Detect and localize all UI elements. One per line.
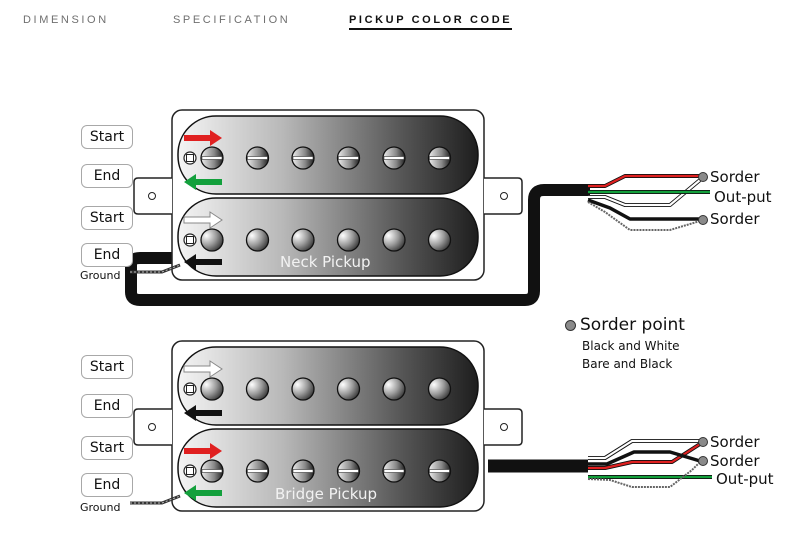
pole-piece-icon: [427, 228, 452, 252]
bridge-wire-label-solder-2: Sorder: [710, 452, 760, 470]
bobbin-coil: [177, 115, 479, 195]
arrow-black-left-icon: [184, 254, 222, 270]
legend-line-1: Black and White: [582, 339, 680, 353]
pole-piece-icon: [291, 377, 315, 401]
arrow-white-right-icon: [183, 360, 223, 378]
pole-piece-icon: [200, 377, 224, 401]
pole-piece-icon: [382, 228, 406, 252]
pole-piece-icon: [291, 228, 315, 252]
bobbin-coil: [177, 197, 479, 277]
bridge-coil2-start-label: Start: [81, 436, 133, 460]
neck-pickup-name: Neck Pickup: [280, 253, 371, 271]
pole-piece-icon: [245, 377, 270, 401]
arrow-green-left-icon: [184, 174, 222, 190]
neck-coil2-start-label: Start: [81, 206, 133, 230]
neck-wire-label-solder-2: Sorder: [710, 210, 760, 228]
coil-hole-icon: [183, 464, 197, 478]
arrow-black-left-icon: [184, 405, 222, 421]
bridge-solder-point-1: [698, 437, 708, 447]
bridge-pickup: [130, 340, 523, 512]
neck-coil1-end-label: End: [81, 164, 133, 188]
bridge-solder-point-2: [698, 456, 708, 466]
arrow-red-right-icon: [184, 443, 222, 459]
pole-piece-icon: [427, 377, 452, 401]
legend-title: Sorder point: [580, 315, 685, 335]
arrow-white-right-icon: [183, 211, 223, 229]
pole-piece-icon: [336, 377, 361, 401]
neck-wire-label-solder-1: Sorder: [710, 168, 760, 186]
tab-pickup-color-code[interactable]: PICKUP COLOR CODE: [349, 14, 513, 30]
neck-solder-point-1: [698, 172, 708, 182]
neck-coil1-start-label: Start: [81, 125, 133, 149]
bridge-coil2-end-label: End: [81, 473, 133, 497]
coil-hole-icon: [183, 233, 197, 247]
pole-piece-icon: [336, 228, 361, 252]
mounting-hole-icon: [500, 192, 508, 200]
bobbin-coil: [177, 428, 479, 508]
arrow-green-left-icon: [184, 485, 222, 501]
bridge-wires: [587, 437, 712, 488]
neck-ground-label: Ground: [80, 269, 121, 282]
bridge-pickup-name: Bridge Pickup: [275, 485, 378, 503]
pole-piece-icon: [382, 377, 406, 401]
bridge-coil1-start-label: Start: [81, 355, 133, 379]
neck-solder-point-2: [698, 215, 708, 225]
tab-bar: DIMENSION SPECIFICATION PICKUP COLOR COD…: [0, 14, 800, 38]
bridge-ground-label: Ground: [80, 501, 121, 514]
tab-dimension[interactable]: DIMENSION: [23, 14, 109, 26]
mounting-hole-icon: [500, 423, 508, 431]
neck-wires: [587, 172, 710, 231]
arrow-red-right-icon: [184, 130, 222, 146]
mounting-hole-icon: [148, 423, 156, 431]
bridge-coil1-end-label: End: [81, 394, 133, 418]
legend-line-2: Bare and Black: [582, 357, 673, 371]
bridge-wire-label-output: Out-put: [716, 470, 774, 488]
tab-specification[interactable]: SPECIFICATION: [173, 14, 291, 26]
bridge-wire-label-solder-1: Sorder: [710, 433, 760, 451]
neck-coil2-end-label: End: [81, 243, 133, 267]
coil-hole-icon: [183, 151, 197, 165]
neck-wire-label-output: Out-put: [714, 188, 772, 206]
bobbin-coil: [177, 346, 479, 426]
pole-piece-icon: [245, 228, 270, 252]
mounting-hole-icon: [148, 192, 156, 200]
pole-piece-icon: [200, 228, 224, 252]
neck-pickup: [130, 109, 523, 281]
coil-hole-icon: [183, 382, 197, 396]
solder-point-icon: [565, 320, 576, 331]
